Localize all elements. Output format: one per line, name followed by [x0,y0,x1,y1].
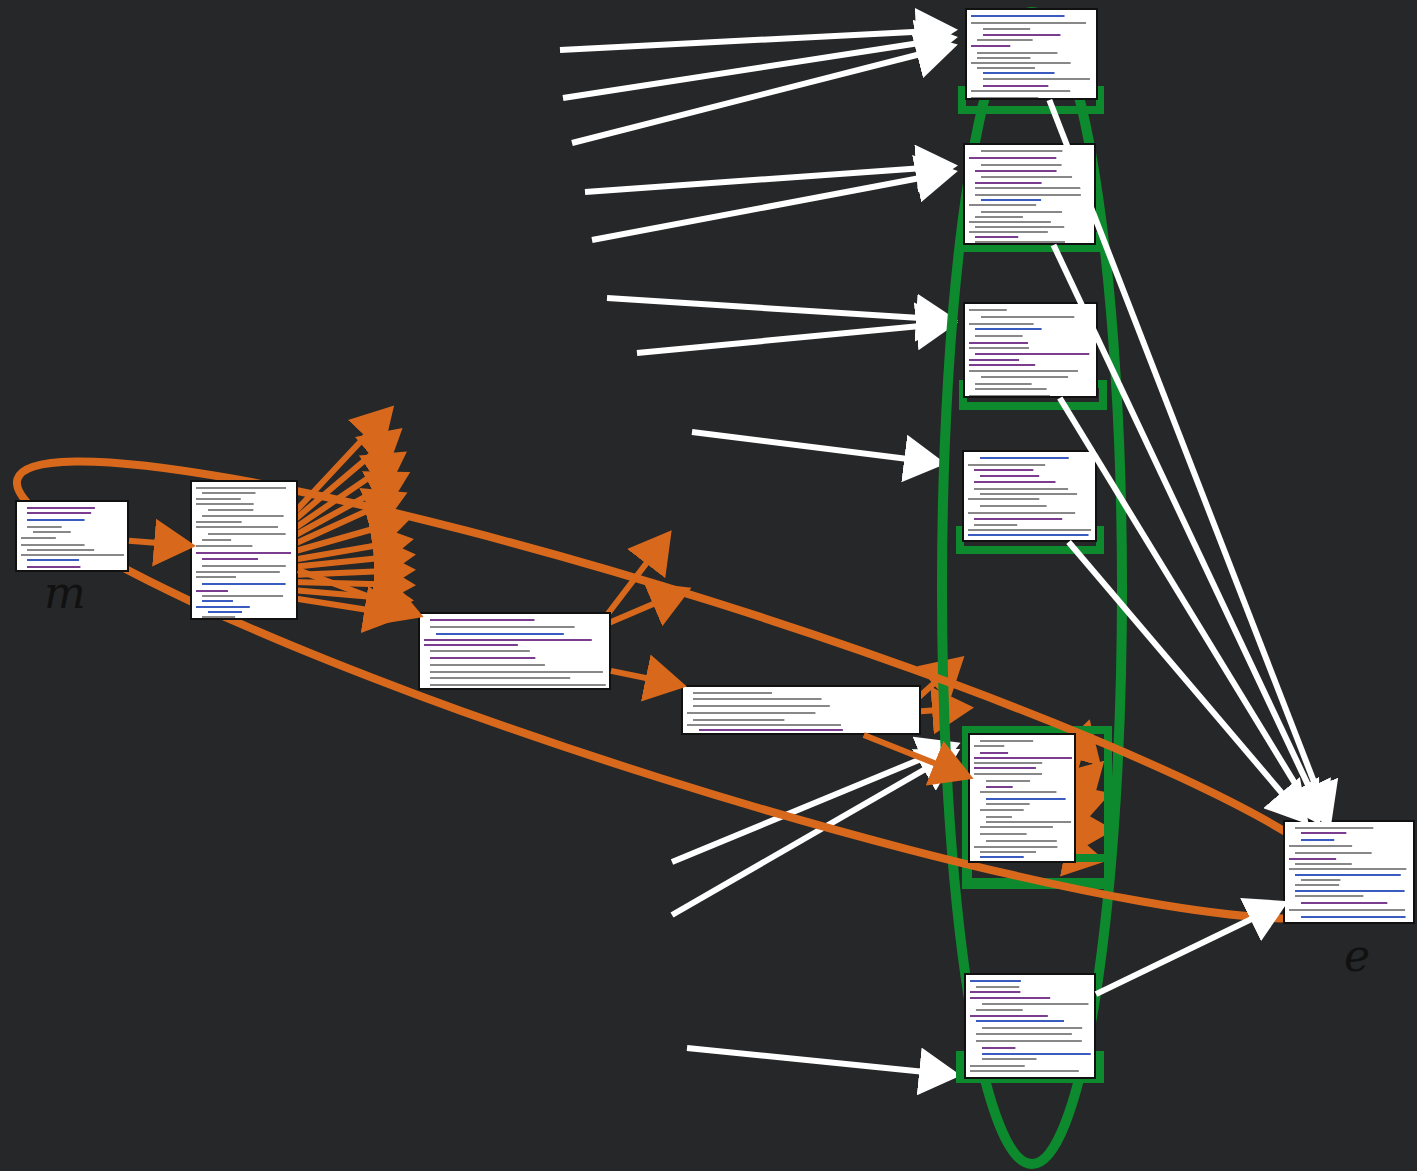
code-thumbnail [190,480,298,620]
code-thumbnail [962,450,1097,542]
incoming-white-arrows [560,30,955,1075]
node-label: e [1344,930,1370,981]
green-ellipse [942,12,1122,1164]
code-lines [966,975,1094,1077]
call-arrow [1060,398,1317,820]
code-thumbnail [418,612,611,690]
call-arrow [1049,100,1328,820]
code-thumbnail: e [1283,820,1415,924]
call-arrow [611,671,681,685]
code-lines [965,304,1096,396]
code-lines [970,735,1074,861]
code-thumbnail [968,733,1076,863]
code-thumbnail [963,143,1096,245]
code-lines [967,10,1096,98]
outgoing-orange-arrows [292,410,1108,860]
code-thumbnail [965,8,1098,100]
code-thumbnail [964,973,1096,1079]
code-thumbnail [681,685,921,735]
green-highlight-bars [960,90,1108,1079]
call-arrow [1054,245,1325,820]
call-arrow [1069,542,1305,820]
code-lines [17,502,127,570]
code-thumbnail: m [15,500,129,572]
call-arrow [129,541,190,546]
code-lines [192,482,296,618]
code-thumbnail [963,302,1098,398]
call-arrow [864,735,968,776]
call-arrow [1096,904,1283,994]
code-lines [1285,822,1413,922]
call-arrow [298,570,418,615]
code-lines [683,687,919,733]
code-lines [420,614,609,688]
code-lines [965,145,1094,243]
node-label: m [44,567,86,618]
code-lines [964,452,1095,540]
orange-ellipse [0,391,1384,989]
